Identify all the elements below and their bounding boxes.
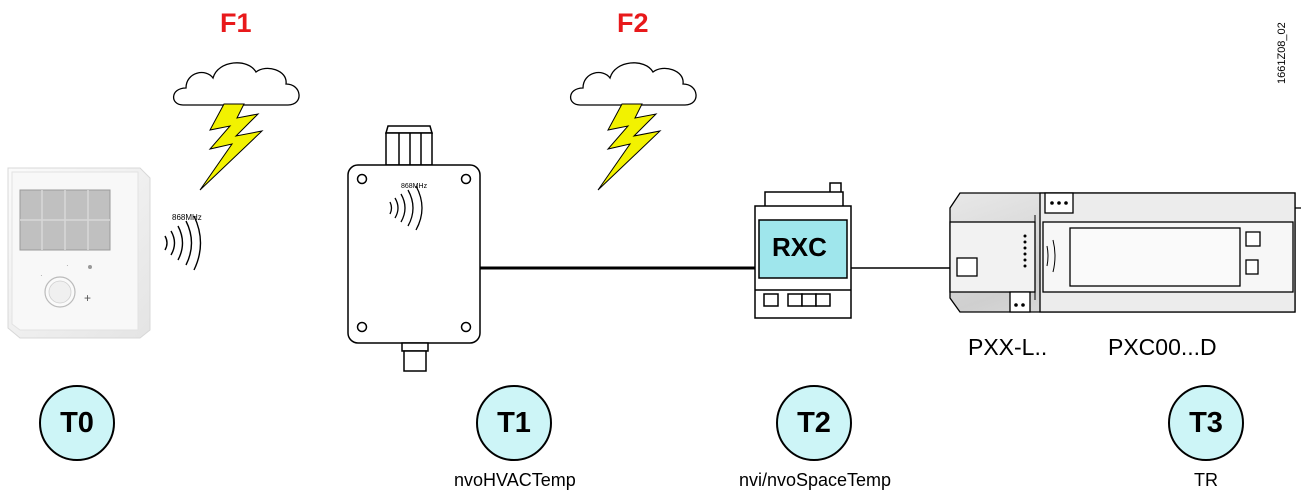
rxc-controller-device [754,182,852,319]
room-unit-device: + · · [7,167,151,339]
svg-text:+: + [84,291,91,305]
figure-id: 1661Z08_02 [1276,22,1288,84]
point-circle-t3: T3 [1168,385,1244,461]
cloud-icon-f2 [569,62,697,106]
cloud-icon-f1 [172,62,300,106]
device-label-pxc: PXC00...D [1108,334,1217,360]
svg-text:·: · [66,261,69,270]
radio-waves-icon-t1 [389,185,423,231]
fault-label-f2: F2 [617,8,649,38]
point-sublabel-t2: nvi/nvoSpaceTemp [738,470,892,490]
pxc-dots [1014,201,1068,307]
point-circle-t0: T0 [39,385,115,461]
receiver-device [347,125,481,372]
device-label-pxx: PXX-L.. [968,334,1048,360]
lightning-icon-f2 [597,103,662,191]
pxc-wave-marks [1046,239,1056,273]
radio-waves-icon-t0 [164,215,202,271]
point-circle-t2: T2 [776,385,852,461]
rxc-label: RXC [772,232,827,262]
frequency-label-t1: 868MHz [401,183,428,190]
point-sublabel-t1: nvoHVACTemp [454,470,576,490]
point-circle-t1: T1 [476,385,552,461]
frequency-label-t0: 868MHz [172,213,202,222]
fault-label-f1: F1 [220,8,252,38]
lightning-icon-f1 [199,103,264,191]
pxc-controller-device [949,192,1301,313]
svg-text:·: · [40,271,43,280]
point-sublabel-t3: TR [1194,470,1218,490]
